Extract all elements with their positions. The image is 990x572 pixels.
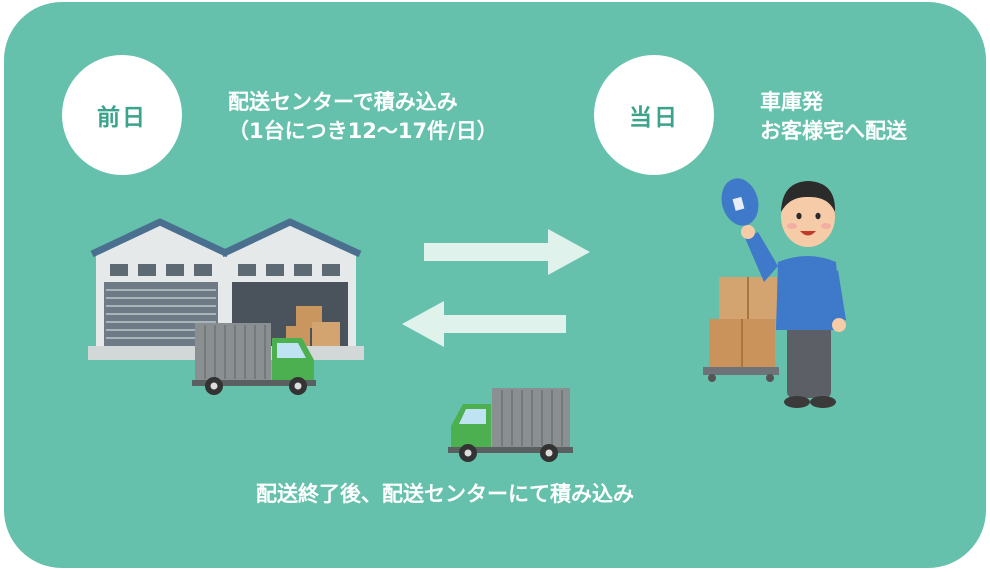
warehouse-icon — [88, 218, 364, 360]
badge-same-day: 当日 — [594, 55, 714, 175]
arrow-right-icon — [424, 229, 590, 275]
cap-icon — [721, 178, 759, 226]
badge-previous-day-label: 前日 — [97, 105, 147, 131]
truck-icon — [192, 323, 316, 395]
same-day-caption: 車庫発 お客様宅へ配送 — [760, 88, 907, 146]
previous-day-caption-line2: （1台につき12〜17件/日） — [228, 119, 498, 143]
arrow-left-icon — [402, 301, 566, 347]
delivery-person-icon — [741, 181, 846, 408]
previous-day-caption: 配送センターで積み込み （1台につき12〜17件/日） — [228, 88, 498, 146]
badge-same-day-label: 当日 — [629, 105, 679, 131]
boxes-on-cart-icon — [703, 277, 779, 382]
same-day-caption-line2: お客様宅へ配送 — [760, 119, 907, 143]
bottom-caption: 配送終了後、配送センターにて積み込み — [256, 482, 634, 506]
truck-icon — [448, 388, 573, 462]
badge-previous-day: 前日 — [62, 55, 182, 175]
previous-day-caption-line1: 配送センターで積み込み — [228, 90, 458, 114]
same-day-caption-line1: 車庫発 — [760, 90, 823, 114]
